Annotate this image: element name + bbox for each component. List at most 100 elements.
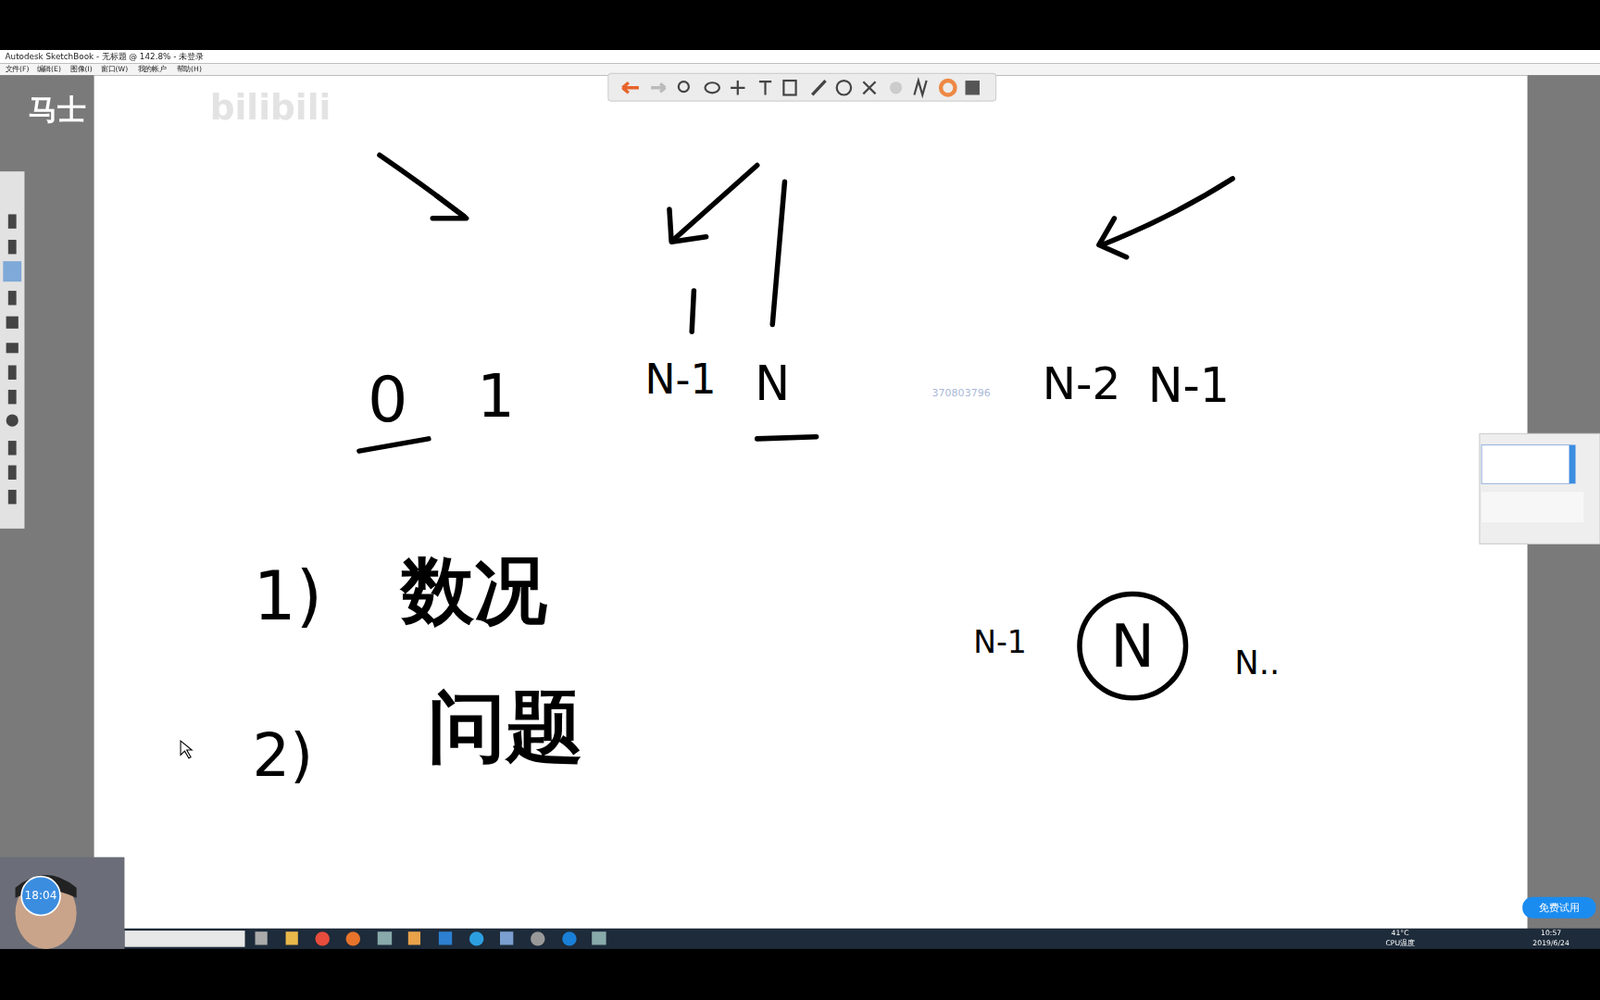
- taskbar-icon: [315, 931, 330, 946]
- taskbar-icon: [286, 931, 299, 945]
- label-text: 18:04: [25, 890, 58, 902]
- black-bar: [0, 0, 1600, 50]
- label-text: CPU温度: [1385, 939, 1414, 948]
- toolbar: [608, 73, 997, 101]
- label-text: 10:57: [1540, 930, 1562, 938]
- label-text: 1): [252, 562, 323, 631]
- taskbar: [0, 928, 1600, 950]
- label-text: 窗口(W): [100, 65, 128, 74]
- move-icon: [730, 80, 745, 95]
- tool-icon: [8, 465, 17, 480]
- taskbar-icon: [562, 931, 576, 946]
- circle-stroke: [1079, 593, 1187, 698]
- taskbar-icons: [255, 931, 607, 946]
- redo-icon: [650, 83, 665, 92]
- label-text: 免费试用: [1538, 902, 1580, 913]
- canvas: [93, 75, 1527, 929]
- zoom-icon: [678, 81, 689, 92]
- arrow-head: [669, 209, 707, 242]
- label-text: 0: [367, 368, 408, 432]
- layer-slider: [1569, 444, 1576, 484]
- side-ground: [0, 75, 94, 929]
- label-text: 370803796: [932, 387, 991, 399]
- taskbar-icon: [438, 931, 452, 945]
- label-text: N-2: [1042, 361, 1122, 406]
- taskbar-icon: [255, 931, 268, 945]
- underline: [359, 438, 429, 451]
- tool-icon: [8, 239, 17, 254]
- tool-icon: [8, 440, 17, 455]
- handwriting: [359, 155, 1233, 452]
- timer-badge: [21, 876, 61, 916]
- label-text: 马士: [28, 96, 87, 125]
- layer-thumb: [1481, 491, 1584, 523]
- color-icon: [940, 80, 955, 95]
- tool-icon: [8, 365, 17, 380]
- lasso-icon: [705, 82, 720, 93]
- search-box: [124, 930, 245, 948]
- brush-icon: [889, 81, 902, 94]
- taskbar-icon: [377, 931, 392, 945]
- taskbar-icon: [346, 931, 361, 946]
- mouse-cursor: [180, 740, 192, 759]
- underline: [757, 437, 817, 439]
- label-text: 图像(I): [70, 65, 93, 74]
- image-icon: [783, 80, 796, 95]
- tool-icon: [8, 290, 17, 305]
- label-text: 2): [251, 725, 313, 786]
- label-text: N-1: [645, 359, 717, 400]
- tool-icon: [6, 342, 19, 353]
- label-text: 41°C: [1390, 930, 1409, 938]
- webcam: [0, 857, 125, 950]
- tool-icon: [8, 389, 17, 404]
- label-text: N-1: [1148, 362, 1230, 410]
- layer-panel: [1479, 433, 1600, 544]
- label-text: N-1: [973, 627, 1027, 659]
- tool-icon: [8, 489, 17, 504]
- symmetry-icon: [862, 81, 875, 94]
- hand-line: [772, 181, 785, 325]
- brushes-icon: [913, 80, 926, 95]
- tool-icons: [2, 213, 22, 504]
- label-text: 文件(F): [5, 65, 30, 74]
- label-text: 帮助(H): [176, 65, 202, 74]
- label-text: N: [754, 360, 790, 408]
- taskbar-icon: [469, 931, 484, 946]
- title-bar: [0, 50, 1600, 63]
- taskbar-icon: [408, 931, 421, 945]
- tool-icon: [8, 213, 17, 228]
- circled-node: N: [1075, 588, 1190, 703]
- arrow-head: [1099, 218, 1127, 258]
- label-text: 数况: [400, 552, 549, 626]
- label-text: 编辑(E): [37, 65, 62, 74]
- taskbar-icon: [500, 931, 513, 945]
- layer-icon: [965, 80, 980, 95]
- taskbar-icon: [530, 931, 545, 946]
- text-icon: [759, 81, 772, 95]
- taskbar-icon: [591, 931, 606, 945]
- ellipse-icon: [837, 80, 851, 95]
- layer-thumb: [1481, 444, 1570, 484]
- label-text: 我的帐户: [137, 65, 167, 74]
- trial-button: [1522, 897, 1596, 919]
- label-text: bilibili: [210, 89, 332, 125]
- label-text: Autodesk SketchBook - 无标题 @ 142.8% - 未登录: [5, 52, 204, 62]
- tool-icon: [6, 413, 19, 426]
- ruler-icon: [812, 80, 825, 95]
- hand-arrow: [1101, 178, 1233, 246]
- tool-palette: [0, 171, 25, 529]
- label-text: N..: [1234, 647, 1280, 680]
- hand-line: [691, 290, 694, 332]
- black-bar: [0, 949, 1600, 1000]
- label-text: 问题: [427, 688, 584, 767]
- undo-icon: [622, 82, 639, 93]
- node-text: N: [1110, 616, 1155, 676]
- label-text: 1: [476, 366, 515, 426]
- tool-icon-active: [2, 261, 22, 282]
- arrow-head: [432, 196, 466, 219]
- hand-arrow: [673, 165, 757, 240]
- label-text: 2019/6/24: [1532, 939, 1570, 948]
- tool-icon: [6, 316, 19, 329]
